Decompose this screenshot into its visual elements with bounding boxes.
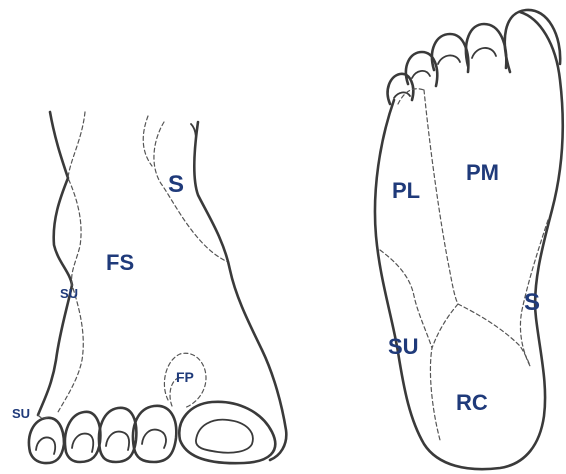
plantar-toe-2-pad <box>472 48 496 58</box>
plantar-toe-4-pad <box>412 71 430 78</box>
dorsal-label-su-upper: SU <box>60 286 78 301</box>
dorsal-foot-view: FS S SU SU FP <box>12 112 286 463</box>
plantar-toe-base-dashed <box>398 89 424 104</box>
plantar-label-pl: PL <box>392 178 420 203</box>
plantar-label-rc: RC <box>456 390 488 415</box>
dorsal-toe-5 <box>29 418 64 463</box>
dorsal-toe-2-nail <box>142 430 166 448</box>
dorsal-label-fp: FP <box>176 369 194 385</box>
dorsal-right-contour <box>194 122 286 460</box>
dorsal-toe-4-nail <box>72 434 93 452</box>
dorsal-label-fs: FS <box>106 250 134 275</box>
dorsal-label-su-lower: SU <box>12 406 30 421</box>
plantar-label-su: SU <box>388 334 419 359</box>
plantar-label-pm: PM <box>466 160 499 185</box>
dorsal-toe-5-nail <box>36 438 55 455</box>
dorsal-toe-3 <box>99 408 136 462</box>
plantar-foot-view: PL PM S SU RC <box>375 10 563 469</box>
plantar-pl-pm-dashed <box>424 90 458 304</box>
plantar-rc-top-dashed <box>458 304 530 366</box>
dorsal-toe-3-nail <box>106 432 129 450</box>
plantar-toe-5 <box>388 74 414 104</box>
dorsal-big-toe-nail <box>196 420 253 453</box>
plantar-toe-2 <box>466 24 506 68</box>
dorsal-toe-4 <box>65 412 100 462</box>
plantar-toe-3-pad <box>438 55 460 64</box>
dorsal-toe-2 <box>133 406 176 462</box>
plantar-rc-left-dashed <box>430 304 458 440</box>
dorsal-big-toe <box>179 402 275 463</box>
dorsal-label-s: S <box>168 171 184 198</box>
dorsal-s-dashed-curve <box>154 122 228 262</box>
dorsal-s-stroke <box>191 124 196 140</box>
dorsal-shin-dashed <box>143 116 152 166</box>
dorsal-left-contour <box>38 112 72 415</box>
plantar-label-s: S <box>524 289 540 316</box>
